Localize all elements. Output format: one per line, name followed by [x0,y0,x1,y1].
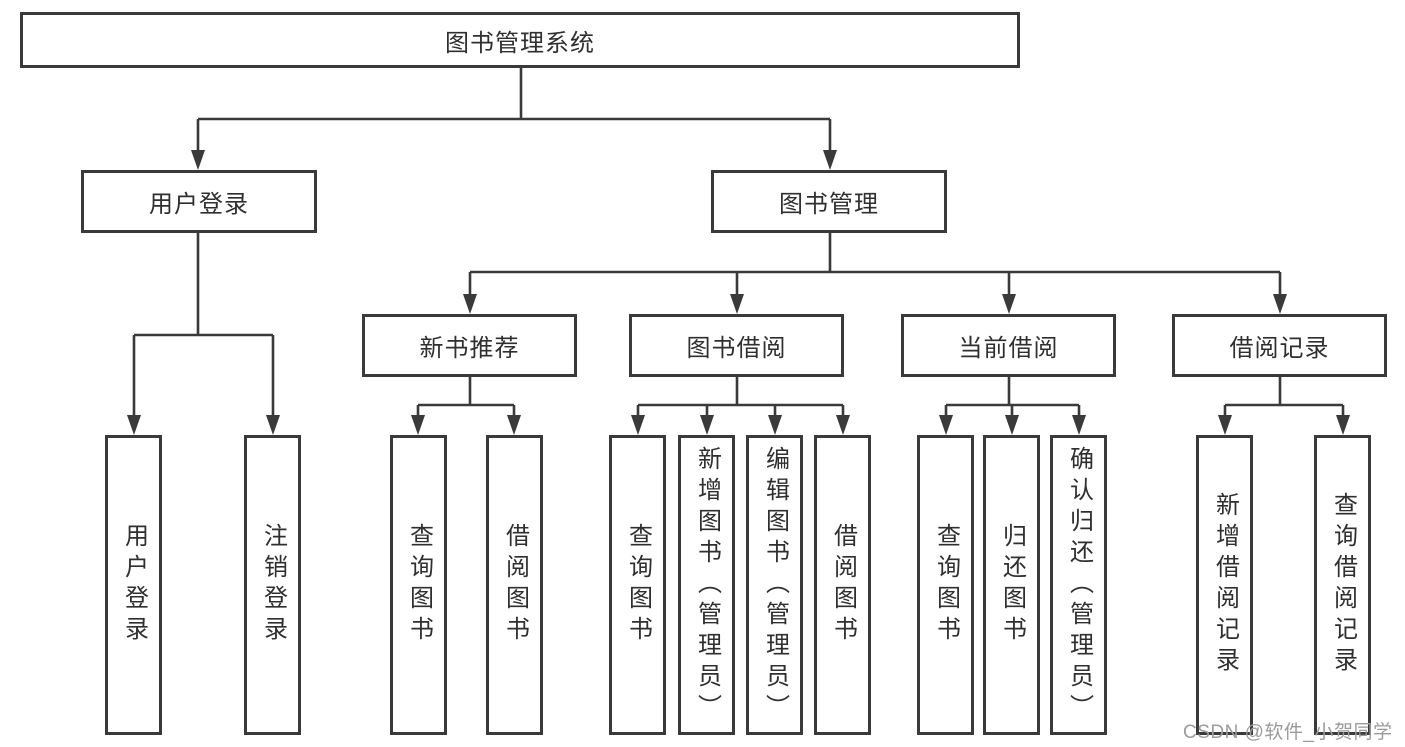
arrowheads [127,150,1350,435]
leaf-query-borrow-record: 查询借阅记录 [1314,435,1371,735]
leaf-confirm-return-admin: 确认归还（管理员） [1050,435,1107,735]
leaf-logout: 注销登录 [244,435,301,735]
node-book-management: 图书管理 [711,170,947,233]
leaf-query-books-recommend: 查询图书 [390,435,447,735]
node-user-login: 用户登录 [81,170,317,233]
leaf-return-book: 归还图书 [983,435,1040,735]
node-new-book-recommend: 新书推荐 [362,314,577,377]
leaf-borrow-books-recommend: 借阅图书 [486,435,543,735]
node-current-borrow: 当前借阅 [901,314,1116,377]
leaf-query-books-current: 查询图书 [917,435,974,735]
connector-lines [132,68,1345,417]
leaf-user-login: 用户登录 [105,435,162,735]
node-book-borrow: 图书借阅 [629,314,844,377]
node-borrow-records: 借阅记录 [1172,314,1387,377]
leaf-borrow-books: 借阅图书 [814,435,871,735]
csdn-watermark: CSDN @软件_小贺同学 [1183,722,1393,743]
leaf-add-borrow-record: 新增借阅记录 [1196,435,1253,735]
node-root-system: 图书管理系统 [20,12,1020,68]
leaf-query-books-borrow: 查询图书 [609,435,666,735]
leaf-add-book-admin: 新增图书（管理员） [678,435,735,735]
leaf-edit-book-admin: 编辑图书（管理员） [746,435,803,735]
